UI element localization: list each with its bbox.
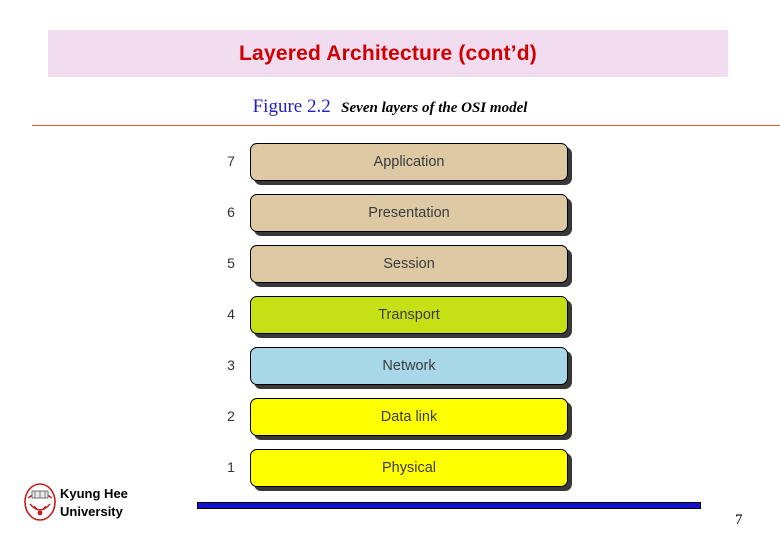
layer-number: 3 <box>227 357 235 373</box>
footer-accent-bar <box>197 502 701 509</box>
layer-label: Data link <box>380 409 438 425</box>
layer-number: 2 <box>227 408 235 424</box>
slide-title-banner: Layered Architecture (cont’d) <box>48 30 728 77</box>
layer-row: 6 Presentation <box>222 194 572 245</box>
layer-number: 5 <box>227 255 235 271</box>
layer-box-presentation: Presentation <box>250 194 568 232</box>
university-name: Kyung Hee University <box>60 485 128 521</box>
layer-label: Physical <box>382 460 436 476</box>
layer-row: 2 Data link <box>222 398 572 449</box>
layer-box-network: Network <box>250 347 568 385</box>
layer-row: 3 Network <box>222 347 572 398</box>
layer-number: 1 <box>227 459 235 475</box>
layer-label: Application <box>373 154 445 170</box>
university-name-line2: University <box>60 504 123 519</box>
layer-label: Presentation <box>368 205 450 221</box>
layer-label: Network <box>382 358 436 374</box>
layer-row: 7 Application <box>222 143 572 194</box>
layer-number: 4 <box>227 306 235 322</box>
university-name-line1: Kyung Hee <box>60 486 128 501</box>
layer-row: 1 Physical <box>222 449 572 500</box>
layer-box-data-link: Data link <box>250 398 568 436</box>
layer-row: 5 Session <box>222 245 572 296</box>
page-number: 7 <box>735 512 743 528</box>
osi-layer-stack: 7 Application 6 Presentation 5 Session 4… <box>222 143 572 500</box>
layer-box-session: Session <box>250 245 568 283</box>
layer-number: 7 <box>227 153 235 169</box>
layer-box-physical: Physical <box>250 449 568 487</box>
figure-title: Seven layers of the OSI model <box>341 100 528 116</box>
layer-row: 4 Transport <box>222 296 572 347</box>
layer-number: 6 <box>227 204 235 220</box>
layer-label: Transport <box>378 307 440 323</box>
university-crest-icon <box>22 482 58 522</box>
layer-label: Session <box>383 256 435 272</box>
figure-number: Figure 2.2 <box>252 96 331 117</box>
caption-divider <box>32 125 780 126</box>
footer-branding: Kyung Hee University <box>22 480 202 528</box>
figure-caption: Figure 2.2 Seven layers of the OSI model <box>0 96 780 118</box>
layer-box-application: Application <box>250 143 568 181</box>
page-title: Layered Architecture (cont’d) <box>239 41 537 65</box>
layer-box-transport: Transport <box>250 296 568 334</box>
